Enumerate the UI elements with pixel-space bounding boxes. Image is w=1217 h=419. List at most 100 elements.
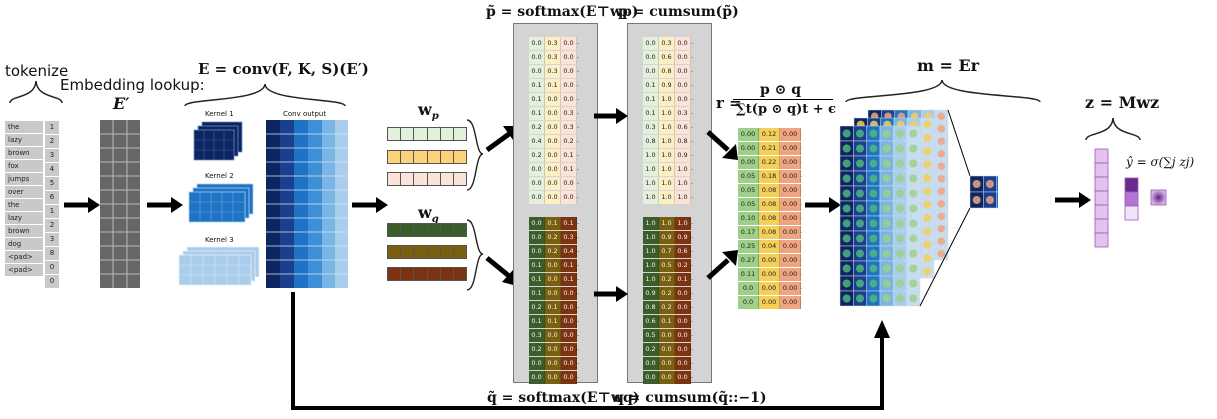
matrix-cell: 1.0	[659, 217, 675, 230]
r-equation-lhs: r =	[716, 94, 742, 112]
matrix-cell: 0.00	[780, 142, 801, 155]
matrix-cell: 0.0	[545, 107, 561, 120]
matrix-cell: 0.0	[545, 371, 561, 384]
matrix-cell: 0.0	[659, 329, 675, 342]
z-equation: z = Mwz	[1085, 93, 1160, 112]
matrix-cell: 0.2	[529, 343, 545, 356]
token-id-cell: 4	[45, 163, 59, 177]
matrix-cell: 0.00	[780, 268, 801, 281]
matrix-cell: 0.0	[561, 287, 577, 300]
arrow-icon	[706, 130, 738, 160]
matrix-cell: 0.9	[675, 149, 691, 162]
wz-vector	[1124, 177, 1139, 221]
token-cell: the	[5, 199, 43, 212]
matrix-cell: 0.3	[529, 329, 545, 342]
r-equation-denominator: ∑t(p ⊙ q)t + ϵ	[736, 102, 837, 117]
matrix-cell: 0.2	[529, 301, 545, 314]
matrix-cell: 0.0	[675, 51, 691, 64]
matrix-cell: 0.3	[659, 37, 675, 50]
matrix-cell: 0.0	[675, 371, 691, 384]
matrix-cell: 0.1	[643, 107, 659, 120]
matrix-cell: 0.25	[738, 240, 759, 253]
matrix-cell: 0.1	[545, 301, 561, 314]
kernel1-label: Kernel 1	[205, 110, 234, 118]
matrix-cell: 0.0	[643, 371, 659, 384]
matrix-cell: 0.0	[545, 135, 561, 148]
conv-output-label: Conv output	[283, 110, 327, 118]
matrix-cell: 0.0	[545, 163, 561, 176]
matrix-cell: 0.00	[759, 296, 780, 309]
yhat-output	[1150, 189, 1167, 206]
matrix-cell: 0.1	[643, 93, 659, 106]
matrix-cell: 0.0	[675, 315, 691, 328]
matrix-cell: 0.1	[529, 315, 545, 328]
matrix-cell: 0.3	[675, 107, 691, 120]
matrix-cell: 0.08	[759, 212, 780, 225]
token-cell: fox	[5, 160, 43, 173]
matrix-cell: 0.1	[561, 217, 577, 230]
arrow-icon	[706, 250, 738, 280]
tokenize-label: tokenize	[5, 62, 69, 80]
matrix-cell: 0.0	[529, 37, 545, 50]
matrix-cell: 0.1	[545, 79, 561, 92]
matrix-cell: 0.1	[561, 273, 577, 286]
matrix-cell: 0.0	[561, 65, 577, 78]
matrix-cell: 0.0	[561, 357, 577, 370]
token-cell: <pad>	[5, 251, 43, 264]
matrix-cell: 0.2	[643, 343, 659, 356]
matrix-cell: 0.3	[545, 65, 561, 78]
matrix-cell: 1.0	[659, 177, 675, 190]
matrix-cell: 1.0	[643, 191, 659, 204]
matrix-cell: 0.3	[561, 121, 577, 134]
arrow-icon	[1055, 192, 1091, 208]
matrix-cell: 1.0	[643, 273, 659, 286]
matrix-cell: 1.0	[659, 163, 675, 176]
matrix-cell: 0.0	[545, 343, 561, 356]
token-id-cell: 0	[45, 275, 59, 289]
matrix-cell: 0.0	[738, 296, 759, 309]
matrix-cell: 0.0	[675, 287, 691, 300]
matrix-cell: 0.05	[738, 170, 759, 183]
matrix-cell: 0.6	[675, 121, 691, 134]
matrix-cell: 0.0	[545, 121, 561, 134]
token-cell: <pad>	[5, 264, 43, 277]
token-id-cell: 3	[45, 233, 59, 247]
matrix-cell: 1.0	[643, 163, 659, 176]
token-cell: lazy	[5, 134, 43, 147]
matrix-cell: 0.1	[561, 259, 577, 272]
matrix-cell: 0.2	[561, 135, 577, 148]
matrix-cell: 0.6	[643, 315, 659, 328]
matrix-cell: 0.0	[675, 79, 691, 92]
matrix-cell: 0.1	[529, 287, 545, 300]
matrix-cell: 1.0	[659, 107, 675, 120]
matrix-cell: 0.5	[659, 259, 675, 272]
matrix-cell: 0.0	[529, 245, 545, 258]
matrix-cell: 0.08	[759, 226, 780, 239]
token-id-cell: 1	[45, 205, 59, 219]
token-id-cell: 6	[45, 191, 59, 205]
matrix-cell: 0.1	[561, 149, 577, 162]
